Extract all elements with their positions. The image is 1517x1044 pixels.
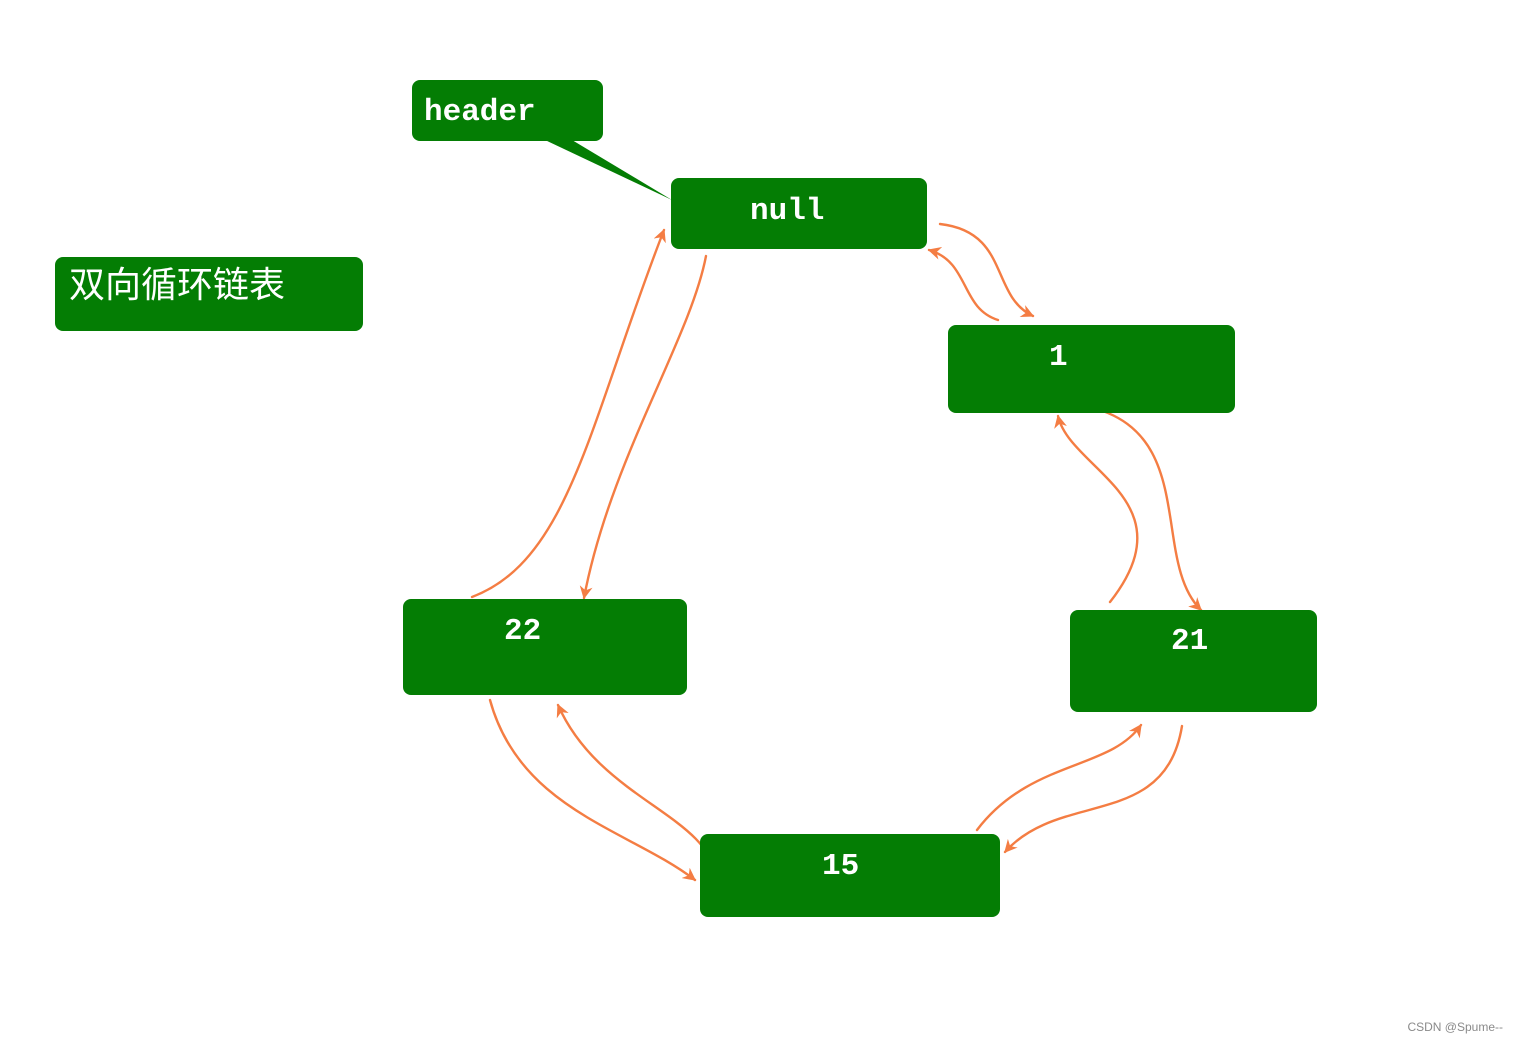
arrow-1-to-null: [927, 247, 1000, 322]
arrow-null-to-22: [579, 254, 708, 600]
header-label: header: [424, 95, 536, 130]
node-21-value: 21: [1171, 624, 1209, 659]
arrow-22-to-null: [470, 228, 666, 599]
node-15-value: 15: [822, 849, 860, 884]
node-22: 22: [403, 599, 687, 695]
arrow-15-to-22: [556, 703, 718, 880]
node-null-value: null: [750, 194, 825, 229]
node-22-value: 22: [504, 614, 542, 649]
node-null: null: [671, 178, 927, 249]
watermark: CSDN @Spume--: [1407, 1020, 1503, 1034]
node-15: 15: [700, 834, 1000, 917]
arrow-null-to-1: [938, 222, 1035, 318]
header-callout-pointer: [545, 140, 672, 200]
arrow-1-to-21: [1083, 404, 1203, 612]
node-1-value: 1: [1049, 340, 1068, 375]
arrow-22-to-15: [488, 698, 697, 882]
diagram-title: 双向循环链表: [69, 265, 286, 306]
title-box: 双向循环链表: [55, 257, 363, 331]
node-1: 1: [948, 325, 1235, 413]
node-21: 21: [1070, 610, 1317, 712]
arrow-21-to-1: [1054, 414, 1139, 604]
arrow-15-to-21: [975, 723, 1143, 832]
header-callout: header: [412, 80, 603, 141]
arrow-21-to-15: [1003, 724, 1184, 854]
